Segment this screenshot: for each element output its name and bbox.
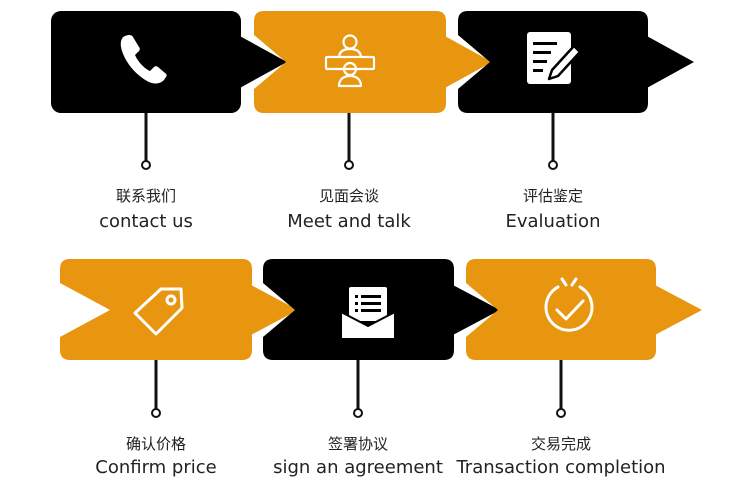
step-6-box [466,259,702,360]
step-4-caption-cn: 确认价格 [125,435,186,453]
step-1-caption-en: contact us [99,211,193,232]
step-5-caption-cn: 签署协议 [327,435,388,453]
meeting-icon [324,34,376,88]
phone-icon [120,35,167,84]
agreement-envelope-icon [340,287,396,340]
check-complete-icon [544,277,594,332]
step-3-caption-en: Evaluation [505,211,601,232]
connector-2 [344,113,354,170]
connector-3 [548,113,558,170]
step-3-box [458,11,694,113]
price-tag-icon [133,287,184,336]
document-edit-icon [527,32,582,84]
step-3-caption-cn: 评估鉴定 [522,187,583,205]
step-1-box [51,11,287,113]
step-4-caption-en: Confirm price [95,457,217,478]
connector-1 [141,113,151,170]
step-1-caption-cn: 联系我们 [115,187,176,205]
connector-4 [151,360,161,418]
connector-5 [353,360,363,418]
connector-6 [556,360,566,418]
step-6-caption-en: Transaction completion [456,457,666,478]
step-5-caption-en: sign an agreement [273,457,443,478]
step-4-box [60,259,298,360]
step-2-caption-en: Meet and talk [287,211,411,232]
step-2-caption-cn: 见面会谈 [318,187,379,205]
step-6-caption-cn: 交易完成 [530,435,591,453]
